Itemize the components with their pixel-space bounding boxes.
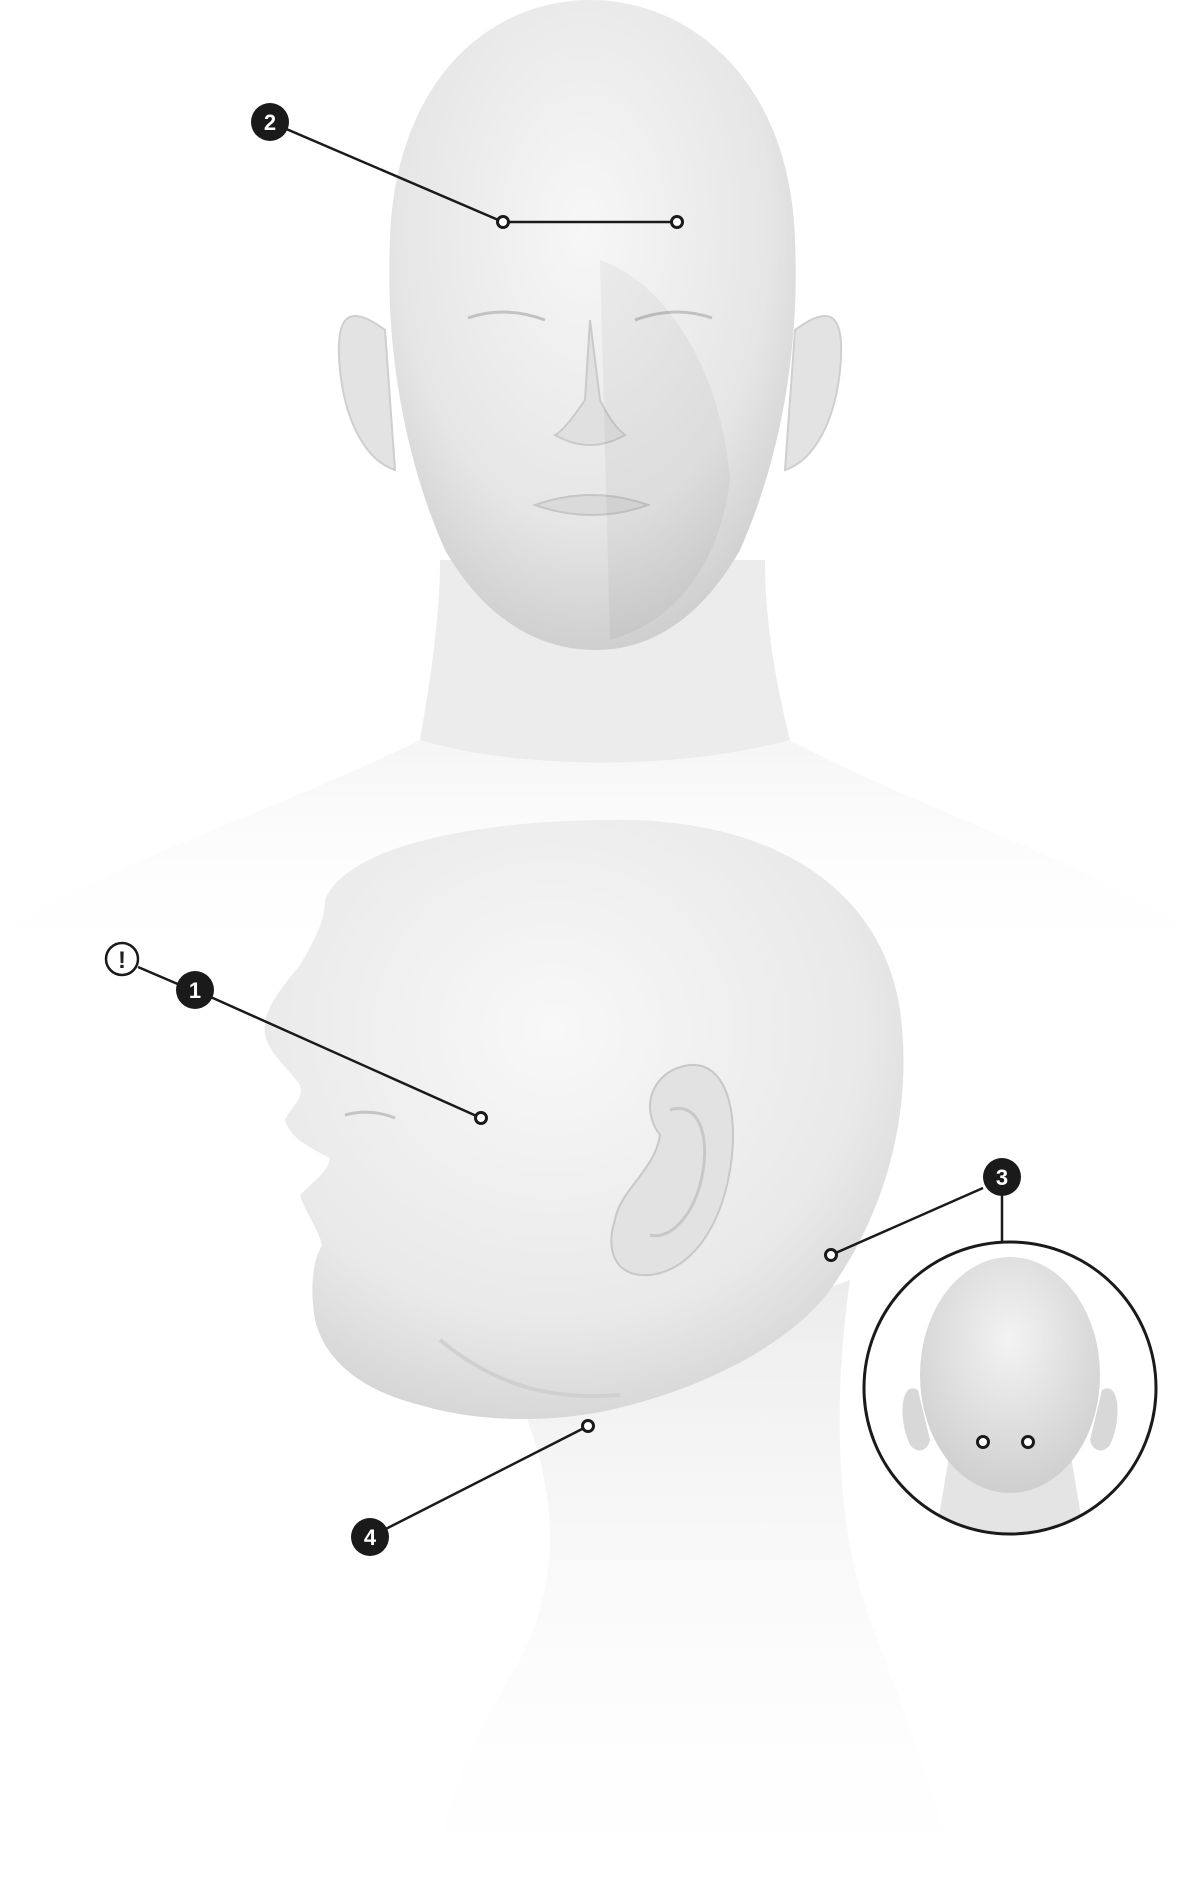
- front-right-ear: [785, 316, 841, 470]
- electrode-point-4: [583, 1421, 594, 1432]
- inset-back-head: [920, 1257, 1100, 1493]
- front-head: [389, 0, 796, 650]
- inset-electrode-point-right: [1023, 1437, 1034, 1448]
- electrode-point-1: [476, 1113, 487, 1124]
- inset-electrode-point-left: [978, 1437, 989, 1448]
- callout-marker-3: 3: [983, 1158, 1021, 1196]
- front-left-ear: [339, 316, 395, 470]
- electrode-point-2-right: [672, 217, 683, 228]
- exclamation-circle-icon: !: [106, 943, 138, 975]
- warning-symbol: !: [118, 947, 126, 974]
- electrode-point-3: [826, 1250, 837, 1261]
- callout-marker-4: 4: [351, 1518, 389, 1556]
- callout-number-2: 2: [264, 110, 276, 135]
- callout-marker-1: 1: [176, 971, 214, 1009]
- side-view-figure: [265, 820, 960, 1881]
- callout-marker-2: 2: [251, 103, 289, 141]
- back-view-inset: [864, 1242, 1156, 1540]
- callout-number-3: 3: [996, 1165, 1008, 1190]
- electrode-point-2-left: [498, 217, 509, 228]
- callout-number-4: 4: [364, 1525, 377, 1550]
- callout-number-1: 1: [189, 978, 201, 1003]
